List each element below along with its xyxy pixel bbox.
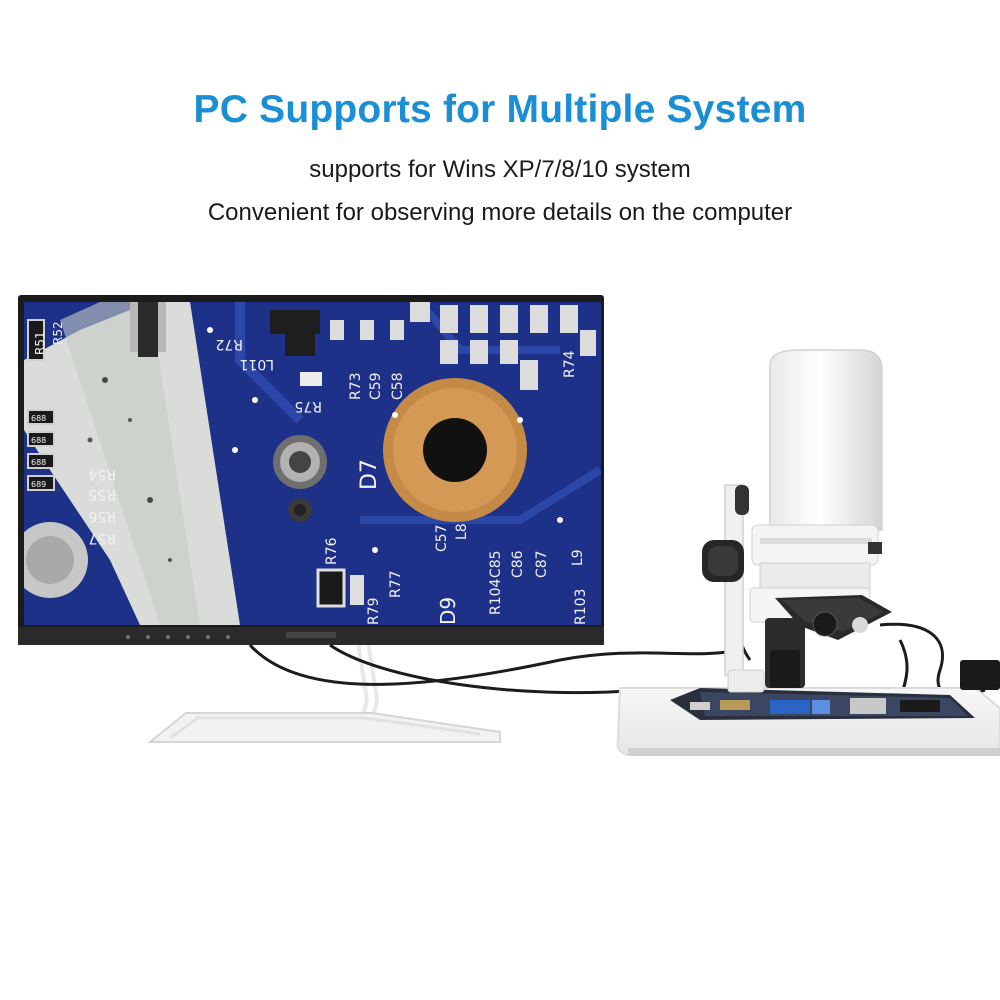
pcb-label-l011: L011 xyxy=(239,356,274,372)
subheadline-details: Convenient for observing more details on… xyxy=(207,199,793,226)
chip-label-4: 689 xyxy=(31,480,46,489)
focus-knob[interactable] xyxy=(702,540,744,582)
pcb-label-c86: C86 xyxy=(510,550,526,578)
pcb-label-r56: R56 xyxy=(88,508,116,524)
pcb-label-r75: R75 xyxy=(294,398,322,414)
subheadline-systems: supports for Wins XP/7/8/10 system xyxy=(309,156,691,183)
pcb-label-c85: C85 xyxy=(488,550,504,578)
pcb-label-c58: C58 xyxy=(390,372,406,400)
chip-label-2: 688 xyxy=(31,436,46,445)
pcb-label-r103: R103 xyxy=(573,589,589,625)
pcb-label-c57: C57 xyxy=(434,524,450,552)
monitor-screen-pcb-view: R72 R73 C59 C58 R74 R75 L011 D7 R54 R55 … xyxy=(24,302,601,625)
monitor-stand xyxy=(147,635,501,743)
pcb-label-r55: R55 xyxy=(88,486,116,502)
chip-label-3: 688 xyxy=(31,458,46,467)
pcb-label-r72: R72 xyxy=(215,336,243,352)
usb-cable-plug xyxy=(960,660,1000,690)
microscope-camera xyxy=(749,349,883,623)
motherboard-sample xyxy=(670,688,975,720)
pcb-label-l8: L8 xyxy=(454,523,470,540)
monitor-logo xyxy=(286,632,336,638)
pcb-label-r104: R104 xyxy=(488,578,504,615)
pcb-label-r73: R73 xyxy=(348,372,364,400)
pcb-label-r57: R57 xyxy=(88,530,116,546)
objective-lens xyxy=(765,618,805,688)
pcb-label-r79: R79 xyxy=(366,597,382,625)
pcb-label-c87: C87 xyxy=(534,550,550,578)
headline: PC Supports for Multiple System xyxy=(193,88,807,131)
pcb-label-r52: R52 xyxy=(51,321,65,345)
pcb-label-c59: C59 xyxy=(368,372,384,400)
chip-label-1: 688 xyxy=(31,414,46,423)
monitor-buttons[interactable] xyxy=(126,635,230,639)
led-light-module[interactable] xyxy=(775,595,892,640)
pcb-label-r76: R76 xyxy=(324,537,340,565)
pcb-label-d7: D7 xyxy=(357,459,382,490)
pcb-label-l9: L9 xyxy=(570,549,586,566)
pcb-label-r51: R51 xyxy=(33,331,47,355)
pcb-label-r77: R77 xyxy=(388,570,404,598)
pcb-label-r74: R74 xyxy=(562,350,578,378)
pcb-label-r54: R54 xyxy=(88,466,116,482)
pcb-label-d9: D9 xyxy=(436,597,460,625)
